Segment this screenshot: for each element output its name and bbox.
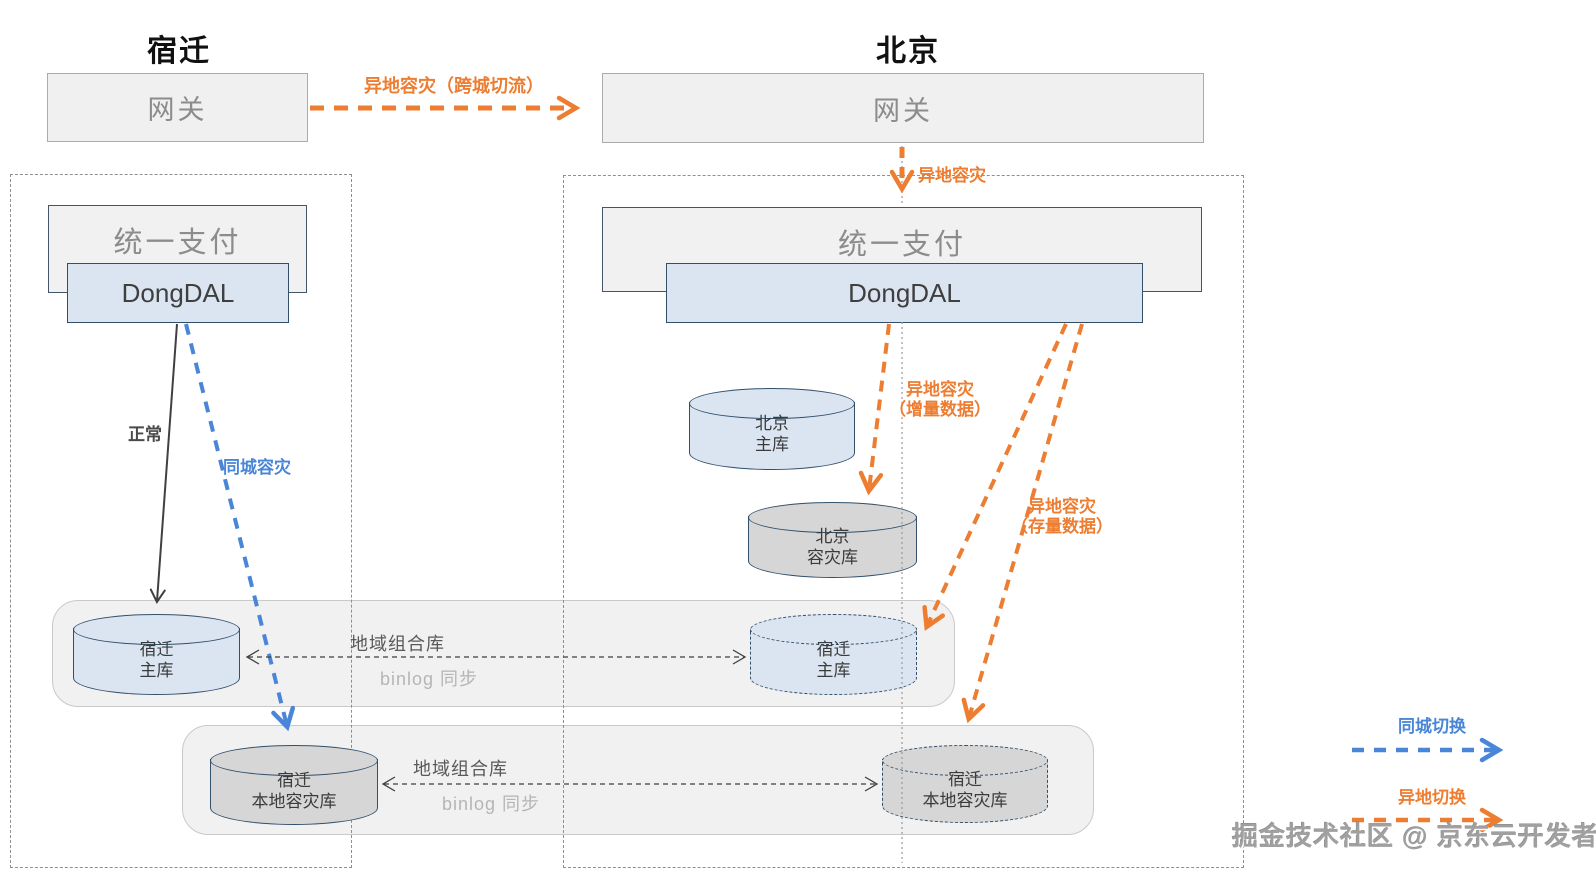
label-cross-city-switch: 异地容灾（跨城切流） (364, 76, 544, 96)
combo-row2-subtitle: binlog 同步 (442, 794, 541, 814)
dongdal-box-suqian: DongDAL (67, 263, 289, 323)
suqian-region-container (10, 174, 352, 868)
db-suqian-master: 宿迁主库 (73, 614, 240, 695)
dongdal-box-beijing: DongDAL (666, 263, 1143, 323)
cylinder-top (748, 502, 917, 533)
watermark: 掘金技术社区 @ 京东云开发者 (1232, 821, 1596, 851)
label-same-city-dr: 同城容灾 (223, 458, 291, 477)
db-label: 宿迁本地容灾库 (251, 770, 337, 811)
db-beijing-master: 北京主库 (689, 388, 855, 470)
db-label: 宿迁主库 (816, 640, 851, 681)
cylinder-top (689, 388, 855, 419)
db-suqian-local-dr-replica: 宿迁本地容灾库 (882, 745, 1048, 823)
combo-row1-subtitle: binlog 同步 (380, 669, 479, 689)
combo-row2-title: 地域组合库 (413, 759, 508, 779)
label-normal: 正常 (128, 425, 162, 444)
cylinder-top (750, 614, 917, 645)
label-remote-dr-incremental: 异地容灾 （增量数据） (889, 380, 991, 419)
db-label: 宿迁本地容灾库 (922, 770, 1008, 811)
combo-row1-title: 地域组合库 (350, 634, 445, 654)
region-title-beijing: 北京 (876, 35, 940, 68)
cylinder-top (882, 745, 1048, 776)
gateway-box-beijing: 网关 (602, 73, 1204, 143)
db-suqian-master-replica: 宿迁主库 (750, 614, 917, 695)
db-beijing-dr: 北京容灾库 (748, 502, 917, 578)
db-suqian-local-dr: 宿迁本地容灾库 (210, 745, 378, 825)
label-remote-dr-stock: 异地容灾 （存量数据） (1011, 497, 1113, 536)
db-label: 北京容灾库 (807, 526, 858, 567)
gateway-box-suqian: 网关 (47, 73, 308, 142)
db-label: 宿迁主库 (139, 640, 174, 681)
db-label: 北京主库 (755, 414, 789, 455)
legend-label-remote-switch: 异地切换 (1398, 788, 1466, 807)
label-remote-dr-top: 异地容灾 (918, 166, 986, 185)
cylinder-top (210, 745, 378, 776)
region-title-suqian: 宿迁 (147, 35, 211, 68)
legend-label-same-city-switch: 同城切换 (1398, 717, 1466, 736)
